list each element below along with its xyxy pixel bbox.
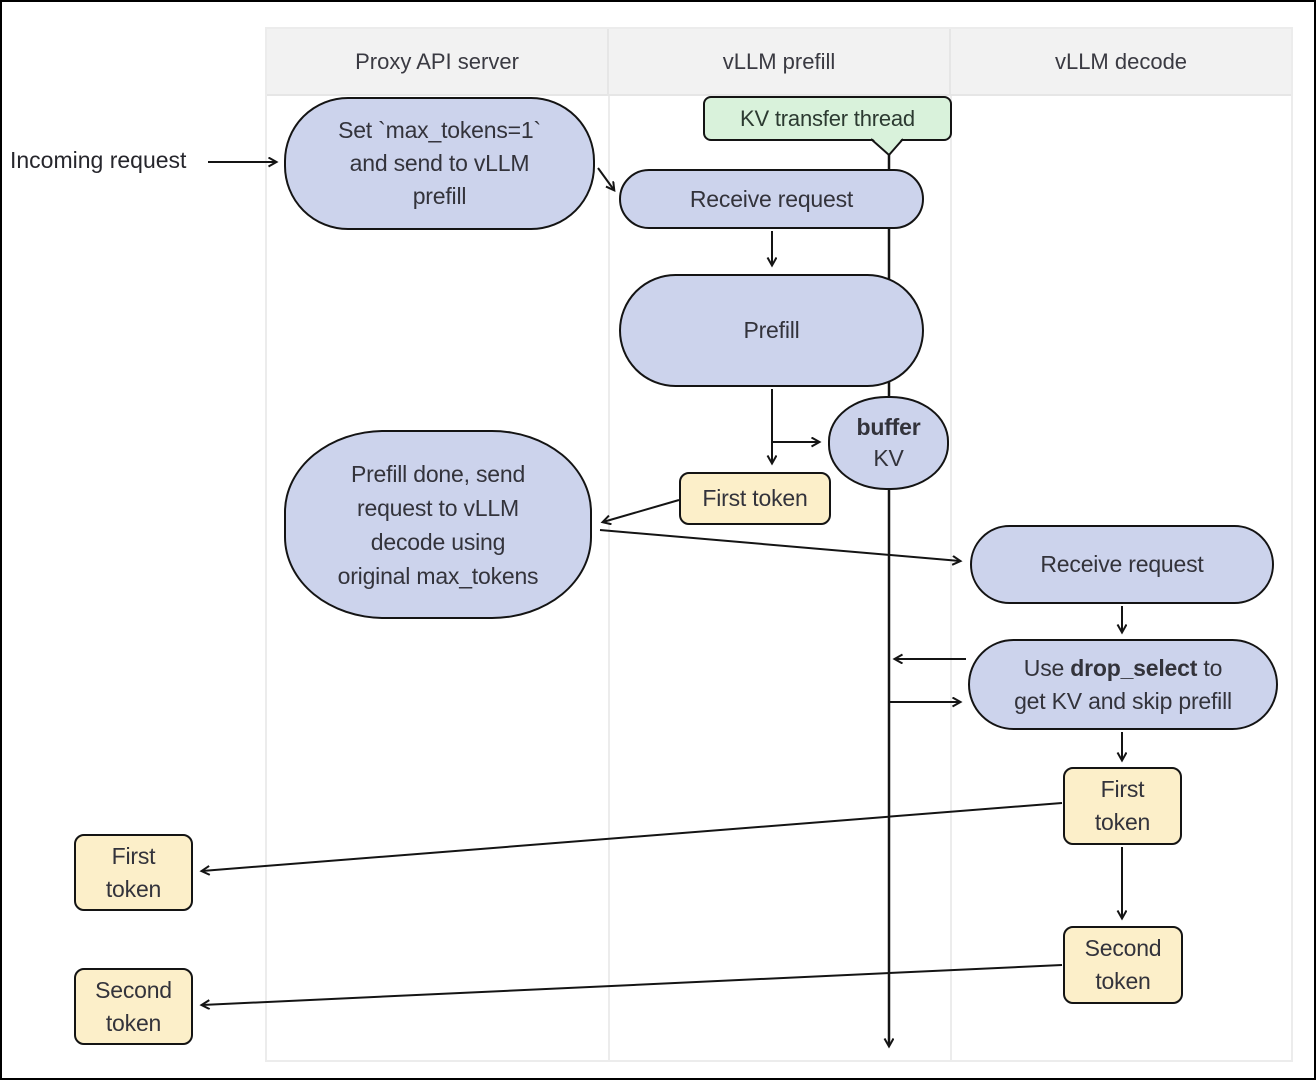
lane-separator-1 [608,96,610,1060]
node-set-max-tokens-line3: prefill [412,183,467,209]
node-prefill: Prefill [619,274,924,387]
node-second-token-decode-line2: token [1095,968,1151,994]
node-receive-request-prefill: Receive request [619,169,924,229]
node-receive-request-decode: Receive request [970,525,1274,604]
lane-header-vllm-prefill: vLLM prefill [609,29,951,94]
node-drop-select: Use drop_select to get KV and skip prefi… [968,639,1278,730]
node-first-token-decode: First token [1063,767,1182,845]
node-first-token-decode-line2: token [1094,809,1151,835]
node-kv-transfer-thread: KV transfer thread [703,96,952,141]
lane-header-vllm-decode: vLLM decode [1054,48,1188,74]
node-first-token-prefill: First token [679,472,831,525]
incoming-request-label: Incoming request [10,147,187,173]
node-kv-transfer-thread-label: KV transfer thread [740,106,915,131]
node-prefill-done-line1: Prefill done, send [350,460,526,487]
lane-header-proxy-api-server: Proxy API server [267,29,609,94]
node-set-max-tokens-line2: and send to vLLM [349,150,530,176]
node-prefill-done-line2: request to vLLM [357,494,519,521]
drop-select-pre: Use [1023,654,1071,681]
node-first-token-left: First token [74,834,193,911]
drop-select-bold: drop_select [1070,654,1198,681]
node-receive-request-decode-label: Receive request [1040,551,1204,577]
node-second-token-left-line2: token [105,1009,162,1036]
node-prefill-done-line4: original max_tokens [337,562,539,589]
node-set-max-tokens-line1: Set `max_tokens=1` [338,117,541,143]
node-drop-select-line2: get KV and skip prefill [1014,687,1232,714]
node-second-token-decode: Second token [1063,926,1183,1004]
node-set-max-tokens: Set `max_tokens=1` and send to vLLM pref… [284,97,595,230]
node-buffer-kv: buffer KV [828,396,949,490]
node-second-token-left: Second token [74,968,193,1045]
lane-separator-2 [950,96,952,1060]
node-second-token-decode-line1: Second [1084,935,1162,961]
node-first-token-left-line2: token [105,875,162,902]
drop-select-post: to [1197,654,1223,681]
node-prefill-done: Prefill done, send request to vLLM decod… [284,430,592,619]
node-buffer-kv-line1: buffer [856,414,921,440]
node-drop-select-line1: Use drop_select to [1023,652,1223,685]
node-first-token-prefill-label: First token [702,485,808,511]
node-prefill-done-line3: decode using [370,528,506,555]
swimlane-header-row: Proxy API server vLLM prefill vLLM decod… [267,29,1291,96]
node-prefill-label: Prefill [743,317,800,343]
node-first-token-decode-line1: First [1100,776,1145,802]
node-first-token-left-line1: First [111,842,156,869]
node-buffer-kv-line2: KV [873,445,904,471]
node-receive-request-prefill-label: Receive request [689,185,854,212]
node-second-token-left-line1: Second [95,976,172,1003]
